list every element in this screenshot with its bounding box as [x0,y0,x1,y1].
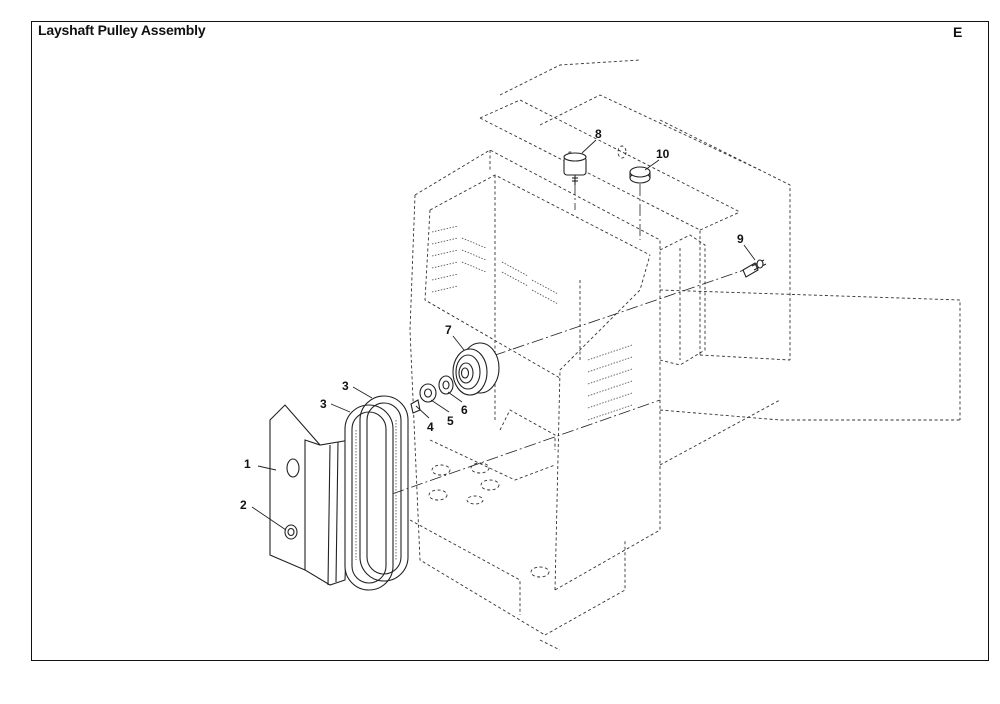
callout-7: 7 [445,323,452,337]
callout-3-lower: 3 [320,397,327,411]
page-title: Layshaft Pulley Assembly [38,22,206,38]
washer-part-6 [438,375,454,395]
section-letter: E [953,24,963,40]
vent-slots [431,225,633,421]
set-screw-part-4 [410,399,421,414]
bolt-part-9 [742,259,767,278]
callout-4: 4 [427,420,434,434]
callout-2: 2 [240,498,247,512]
nut-part-2 [284,524,298,540]
knob-part-8 [563,152,587,185]
callout-10: 10 [656,147,670,161]
belt-guard-bracket [269,404,351,586]
callout-3-upper: 3 [342,379,349,393]
callout-5: 5 [447,414,454,428]
cap-part-10 [629,166,651,184]
callout-8: 8 [595,127,602,141]
leader-lines [251,139,756,531]
callout-1: 1 [244,457,251,471]
callout-9: 9 [737,232,744,246]
pulley-part-7 [452,342,500,396]
motor-panel [659,234,706,366]
machine-bed-outline [479,59,961,651]
nut-part-5 [419,383,437,403]
v-belts-part-3 [344,395,409,591]
drawing-frame [31,21,989,661]
callout-6: 6 [461,403,468,417]
base-holes [428,145,627,578]
